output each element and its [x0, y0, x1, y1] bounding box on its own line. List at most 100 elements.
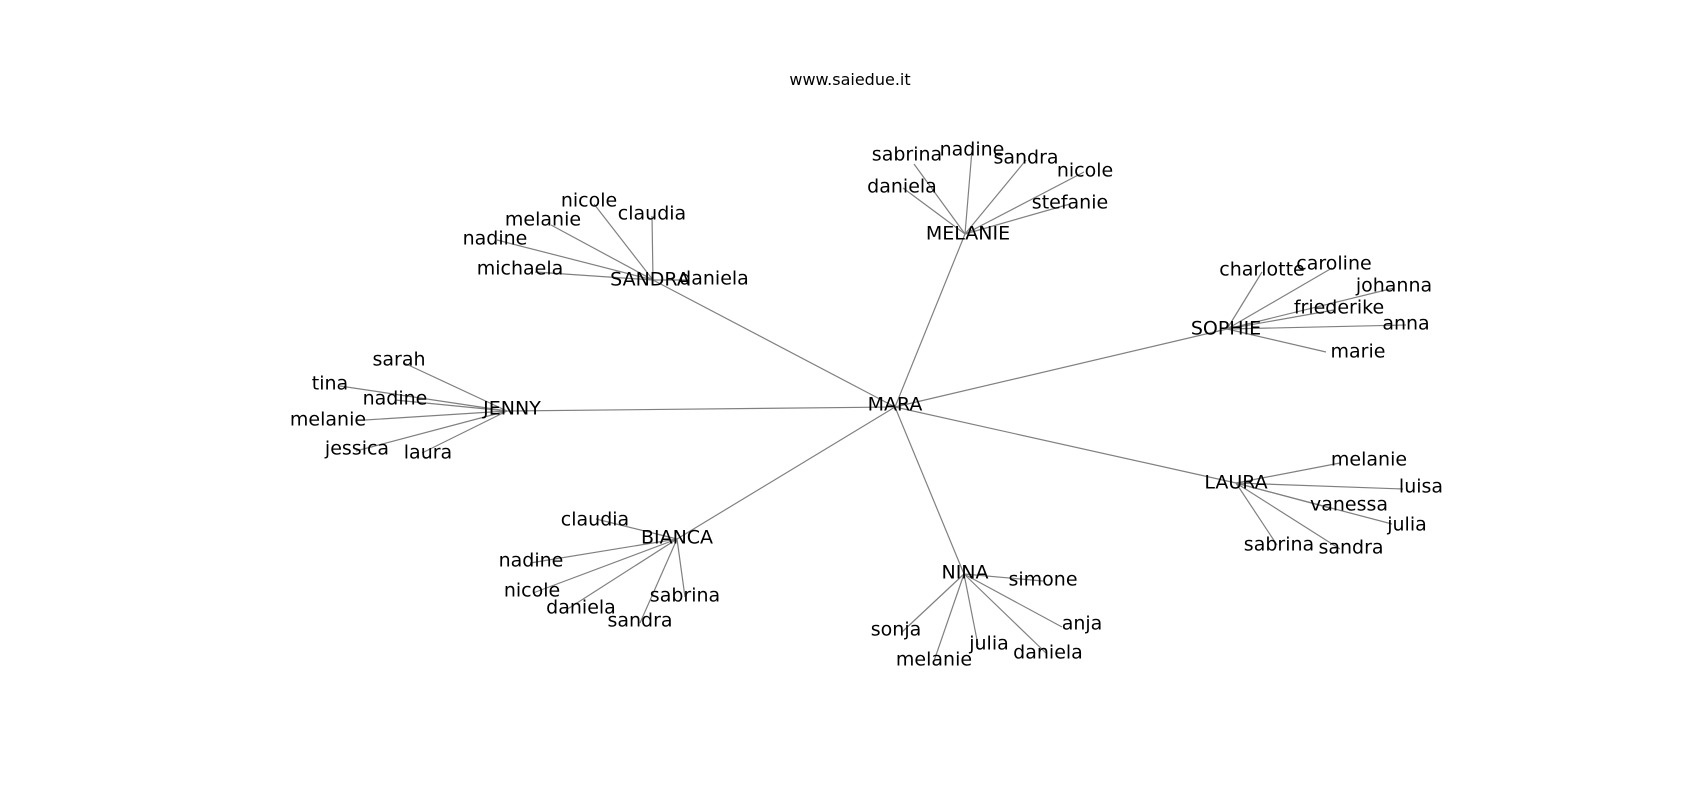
edge-jenny-to-nadine	[394, 399, 508, 412]
edge-bianca-to-nicole	[532, 538, 678, 594]
leaf-node-bianca-daniela: daniela	[546, 597, 616, 619]
edge-center-to-sophie	[894, 328, 1228, 408]
edge-center-to-laura	[894, 406, 1237, 484]
leaf-node-laura-luisa: luisa	[1399, 476, 1443, 498]
edge-laura-to-luisa	[1235, 482, 1404, 490]
hub-node-bianca: BIANCA	[641, 527, 713, 549]
edge-jenny-to-sarah	[403, 362, 508, 412]
leaf-node-bianca-sabrina: sabrina	[650, 585, 720, 607]
leaf-node-sandra-melanie: melanie	[505, 209, 581, 231]
leaf-node-laura-sandra: sandra	[1318, 537, 1383, 559]
hub-node-sandra: SANDRA	[610, 269, 690, 291]
labels-layer: MELANIEsabrinanadinesandranicoledanielas…	[290, 139, 1443, 671]
leaf-node-melanie-daniela: daniela	[867, 176, 937, 198]
leaf-node-bianca-nicole: nicole	[504, 580, 560, 602]
edge-bianca-to-sandra	[639, 538, 678, 624]
leaf-node-sandra-nadine: nadine	[463, 228, 528, 250]
edge-nina-to-julia	[963, 573, 979, 646]
edge-sandra-to-michaela	[534, 271, 654, 281]
leaf-node-nina-simone: simone	[1008, 569, 1077, 591]
leaf-node-bianca-nadine: nadine	[499, 550, 564, 572]
edge-sophie-to-johanna	[1226, 287, 1395, 330]
edge-nina-to-anja	[963, 573, 1063, 628]
edge-bianca-to-sabrina	[676, 538, 686, 598]
edge-nina-to-daniela	[963, 573, 1048, 655]
edge-nina-to-simone	[963, 573, 1044, 582]
edge-bianca-to-claudia	[595, 518, 678, 540]
leaf-node-bianca-claudia: claudia	[561, 509, 629, 531]
leaf-node-sophie-caroline: caroline	[1296, 253, 1371, 275]
edge-sandra-to-nadine	[496, 239, 654, 281]
leaf-node-sophie-friederike: friederike	[1294, 297, 1384, 319]
edge-sophie-to-charlotte	[1226, 271, 1263, 330]
leaf-node-melanie-stefanie: stefanie	[1032, 192, 1108, 214]
leaf-node-jenny-jessica: jessica	[324, 438, 389, 460]
edge-laura-to-sabrina	[1235, 482, 1278, 546]
leaf-node-laura-sabrina: sabrina	[1244, 534, 1314, 556]
leaf-node-jenny-tina: tina	[312, 373, 348, 395]
edge-sophie-to-marie	[1226, 328, 1327, 353]
edge-center-to-jenny	[506, 406, 896, 412]
edge-laura-to-julia	[1235, 482, 1393, 525]
leaf-node-melanie-sabrina: sabrina	[872, 144, 942, 166]
hub-node-jenny: JENNY	[482, 398, 541, 420]
edge-nina-to-melanie	[933, 573, 965, 662]
leaf-node-melanie-nadine: nadine	[940, 139, 1005, 161]
leaf-node-sophie-marie: marie	[1331, 341, 1386, 363]
edge-laura-to-melanie	[1235, 462, 1341, 484]
edge-jenny-to-jessica	[355, 410, 508, 452]
hub-node-nina: NINA	[941, 562, 988, 584]
edge-jenny-to-laura	[421, 410, 508, 454]
hub-node-melanie: MELANIE	[926, 223, 1010, 245]
leaf-node-melanie-nicole: nicole	[1057, 160, 1113, 182]
leaf-node-nina-daniela: daniela	[1013, 642, 1083, 664]
leaf-node-laura-julia: julia	[1386, 514, 1427, 536]
leaf-node-sandra-claudia: claudia	[618, 203, 686, 225]
edge-sandra-to-melanie	[550, 224, 654, 281]
center-node: MARA	[868, 394, 923, 416]
edge-melanie-to-nadine	[964, 149, 973, 235]
leaf-node-laura-vanessa: vanessa	[1310, 494, 1388, 516]
leaf-node-sophie-charlotte: charlotte	[1219, 259, 1304, 281]
edge-sophie-to-caroline	[1226, 267, 1333, 330]
edge-melanie-to-sandra	[964, 159, 1027, 235]
leaf-node-sandra-daniela: daniela	[679, 268, 749, 290]
edge-center-to-sandra	[652, 279, 896, 408]
leaf-node-sandra-nicole: nicole	[561, 190, 617, 212]
leaf-node-jenny-nadine: nadine	[363, 388, 428, 410]
edge-melanie-to-nicole	[964, 171, 1085, 235]
leaf-node-nina-sonja: sonja	[871, 619, 922, 641]
site-caption: www.saiedue.it	[789, 70, 911, 89]
edge-nina-to-sonja	[901, 573, 965, 633]
leaf-node-sandra-michaela: michaela	[477, 258, 564, 280]
hub-node-sophie: SOPHIE	[1191, 318, 1261, 340]
edge-sophie-to-friederike	[1226, 309, 1335, 330]
edge-center-to-nina	[894, 406, 965, 575]
edges-layer	[339, 149, 1407, 662]
edge-sophie-to-anna	[1226, 324, 1407, 330]
leaf-node-nina-anja: anja	[1062, 613, 1103, 635]
leaf-node-jenny-laura: laura	[404, 442, 452, 464]
edge-bianca-to-daniela	[565, 538, 678, 611]
edge-center-to-melanie	[894, 233, 966, 408]
edge-jenny-to-melanie	[364, 410, 508, 421]
leaf-node-melanie-sandra: sandra	[993, 147, 1058, 169]
edge-sandra-to-claudia	[651, 215, 654, 281]
leaf-node-jenny-sarah: sarah	[372, 349, 425, 371]
edge-laura-to-sandra	[1235, 482, 1341, 550]
edge-jenny-to-tina	[339, 385, 508, 412]
edge-melanie-to-sabrina	[913, 163, 966, 235]
leaf-node-nina-melanie: melanie	[896, 649, 972, 671]
edge-sandra-to-nicole	[593, 203, 654, 281]
edge-bianca-to-nadine	[529, 538, 678, 564]
hub-node-laura: LAURA	[1204, 472, 1267, 494]
edge-melanie-to-stefanie	[964, 203, 1071, 235]
edge-center-to-bianca	[676, 406, 896, 540]
leaf-node-jenny-melanie: melanie	[290, 409, 366, 431]
leaf-node-nina-julia: julia	[968, 633, 1009, 655]
leaf-node-laura-melanie: melanie	[1331, 449, 1407, 471]
leaf-node-sophie-anna: anna	[1382, 313, 1429, 335]
edge-melanie-to-daniela	[902, 187, 966, 235]
leaf-node-bianca-sandra: sandra	[607, 610, 672, 632]
